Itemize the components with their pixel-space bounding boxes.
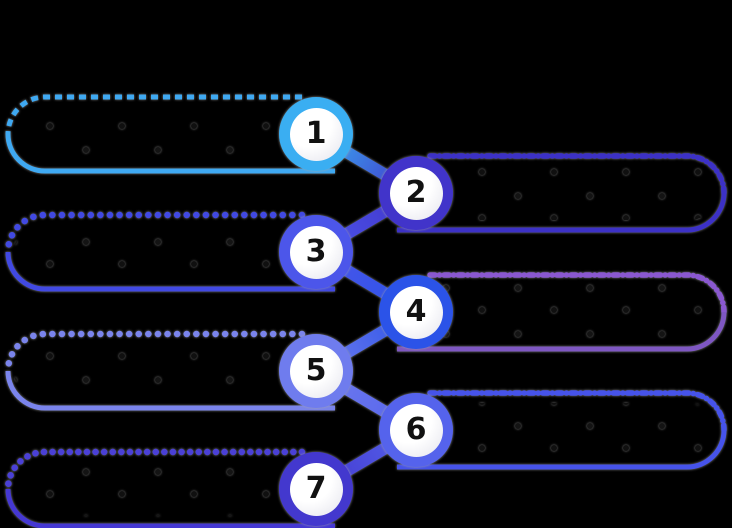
step-number-3: 3: [289, 225, 343, 279]
capsule-2-border-solid: [397, 192, 727, 233]
capsule-3-border-solid: [5, 251, 335, 292]
step-badge-2: 2: [379, 156, 453, 230]
capsule-inner-texture: [14, 107, 716, 516]
step-badge-4: 4: [379, 275, 453, 349]
step-number-4: 4: [389, 285, 443, 339]
step-badge-3: 3: [279, 215, 353, 289]
step-number-7: 7: [289, 462, 343, 516]
capsule-7-border-dashed: [4, 448, 306, 493]
capsule-3-border-dashed: [4, 211, 306, 256]
step-number-6: 6: [389, 403, 443, 457]
step-number-1: 1: [289, 107, 343, 161]
step-number-5: 5: [289, 344, 343, 398]
step-badge-7: 7: [279, 452, 353, 526]
step-badge-6: 6: [379, 393, 453, 467]
step-number-2: 2: [389, 166, 443, 220]
capsule-5-border-dashed: [4, 330, 306, 375]
capsule-1-border-solid: [5, 133, 335, 174]
capsule-6-border-solid: [397, 429, 727, 470]
capsule-4-border-dashed: [427, 272, 727, 315]
capsule-6-border-dashed: [427, 390, 727, 433]
step-badge-5: 5: [279, 334, 353, 408]
capsule-4-border-solid: [397, 311, 727, 352]
step-badge-1: 1: [279, 97, 353, 171]
capsule-2-border-dashed: [427, 153, 727, 196]
capsule-5-border-solid: [5, 370, 335, 411]
capsule-7-border-solid: [5, 488, 335, 528]
